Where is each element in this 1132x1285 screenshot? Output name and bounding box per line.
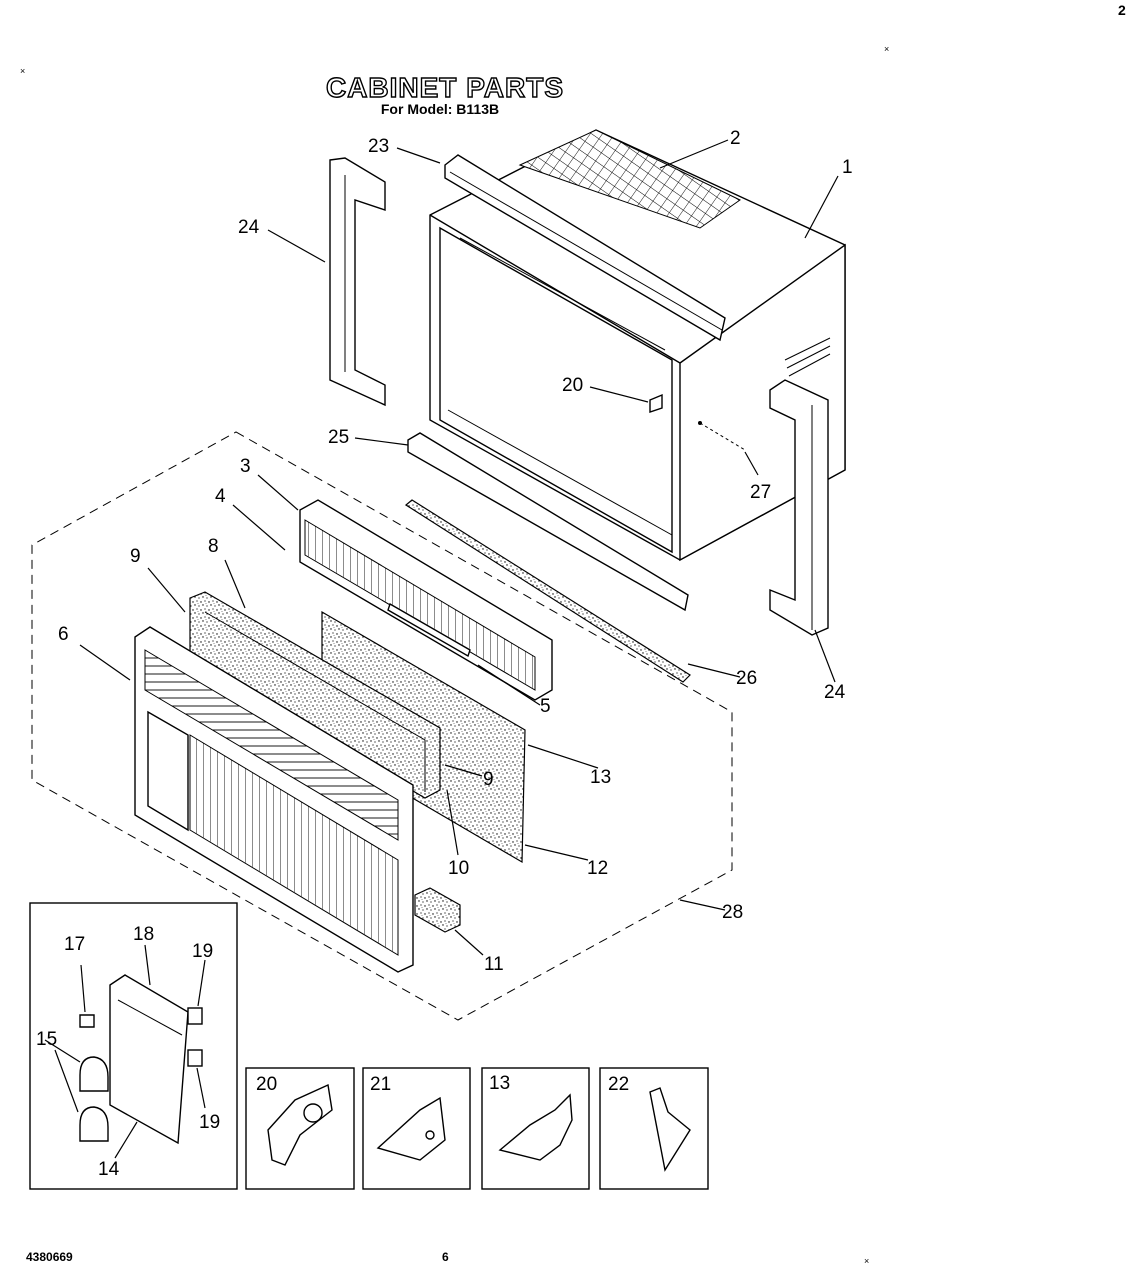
front-grille [134,626,414,973]
callout-6: 6 [58,624,69,645]
model-subtitle: For Model: B113B [380,101,500,117]
callout-1: 1 [842,157,853,178]
callout-24: 24 [238,217,260,238]
bottom-trim-rail [407,432,689,612]
detail-label-20: 20 [256,1074,277,1095]
page-title: CABINET PARTS [325,71,565,103]
bracket-22-detail [649,1087,691,1172]
callout-2: 2 [730,128,741,149]
detail-box-21 [362,1067,471,1190]
inset-callout-18: 18 [133,924,154,945]
side-trim-left [329,157,386,407]
controls-inset-box [29,902,238,1190]
registration-mark: × [884,44,890,54]
callout-9: 9 [130,546,141,567]
detail-box-22 [599,1067,709,1190]
callout-3: 3 [240,456,251,477]
callout-10: 10 [448,858,469,879]
top-trim-rail [444,154,726,342]
corner-mark: 2 [1118,2,1126,18]
page-number: 6 [442,1250,449,1264]
callout-25: 25 [328,427,349,448]
inset-callout-14: 14 [98,1159,120,1180]
side-trim-right [769,379,829,636]
callout-24b: 24 [824,682,846,703]
callout-23: 23 [368,136,389,157]
callout-12: 12 [587,858,608,879]
registration-mark: × [20,66,26,76]
callout-13: 13 [590,767,611,788]
detail-label-22: 22 [608,1074,629,1095]
control-panel-detail [79,974,203,1145]
callout-11: 11 [484,954,504,975]
clip-20-detail [267,1083,333,1166]
front-assembly-outline [31,431,733,1021]
doc-number: 4380669 [26,1250,73,1264]
detail-box-20 [245,1067,355,1190]
callout-28: 28 [722,902,743,923]
bracket-21-detail [376,1096,446,1161]
detail-label-13: 13 [489,1073,510,1094]
callout-5: 5 [540,696,551,717]
registration-mark: × [864,1256,870,1266]
inset-callout-19b: 19 [199,1112,220,1133]
callout-20: 20 [562,375,583,396]
louver-bar [387,602,471,658]
callout-leaders [44,139,839,1159]
callout-8: 8 [208,536,219,557]
inset-callout-17: 17 [64,934,85,955]
callout-26: 26 [736,668,757,689]
inset-callout-15: 15 [36,1029,57,1050]
bottom-seal-block [414,887,461,933]
seal-strip [404,499,691,683]
detail-box-13 [481,1067,590,1190]
spring-clip-13-detail [498,1093,573,1161]
callout-4: 4 [215,486,226,507]
callout-27: 27 [750,482,771,503]
callout-9b: 9 [483,769,494,790]
detail-label-21: 21 [370,1074,391,1095]
inset-callout-19: 19 [192,941,213,962]
